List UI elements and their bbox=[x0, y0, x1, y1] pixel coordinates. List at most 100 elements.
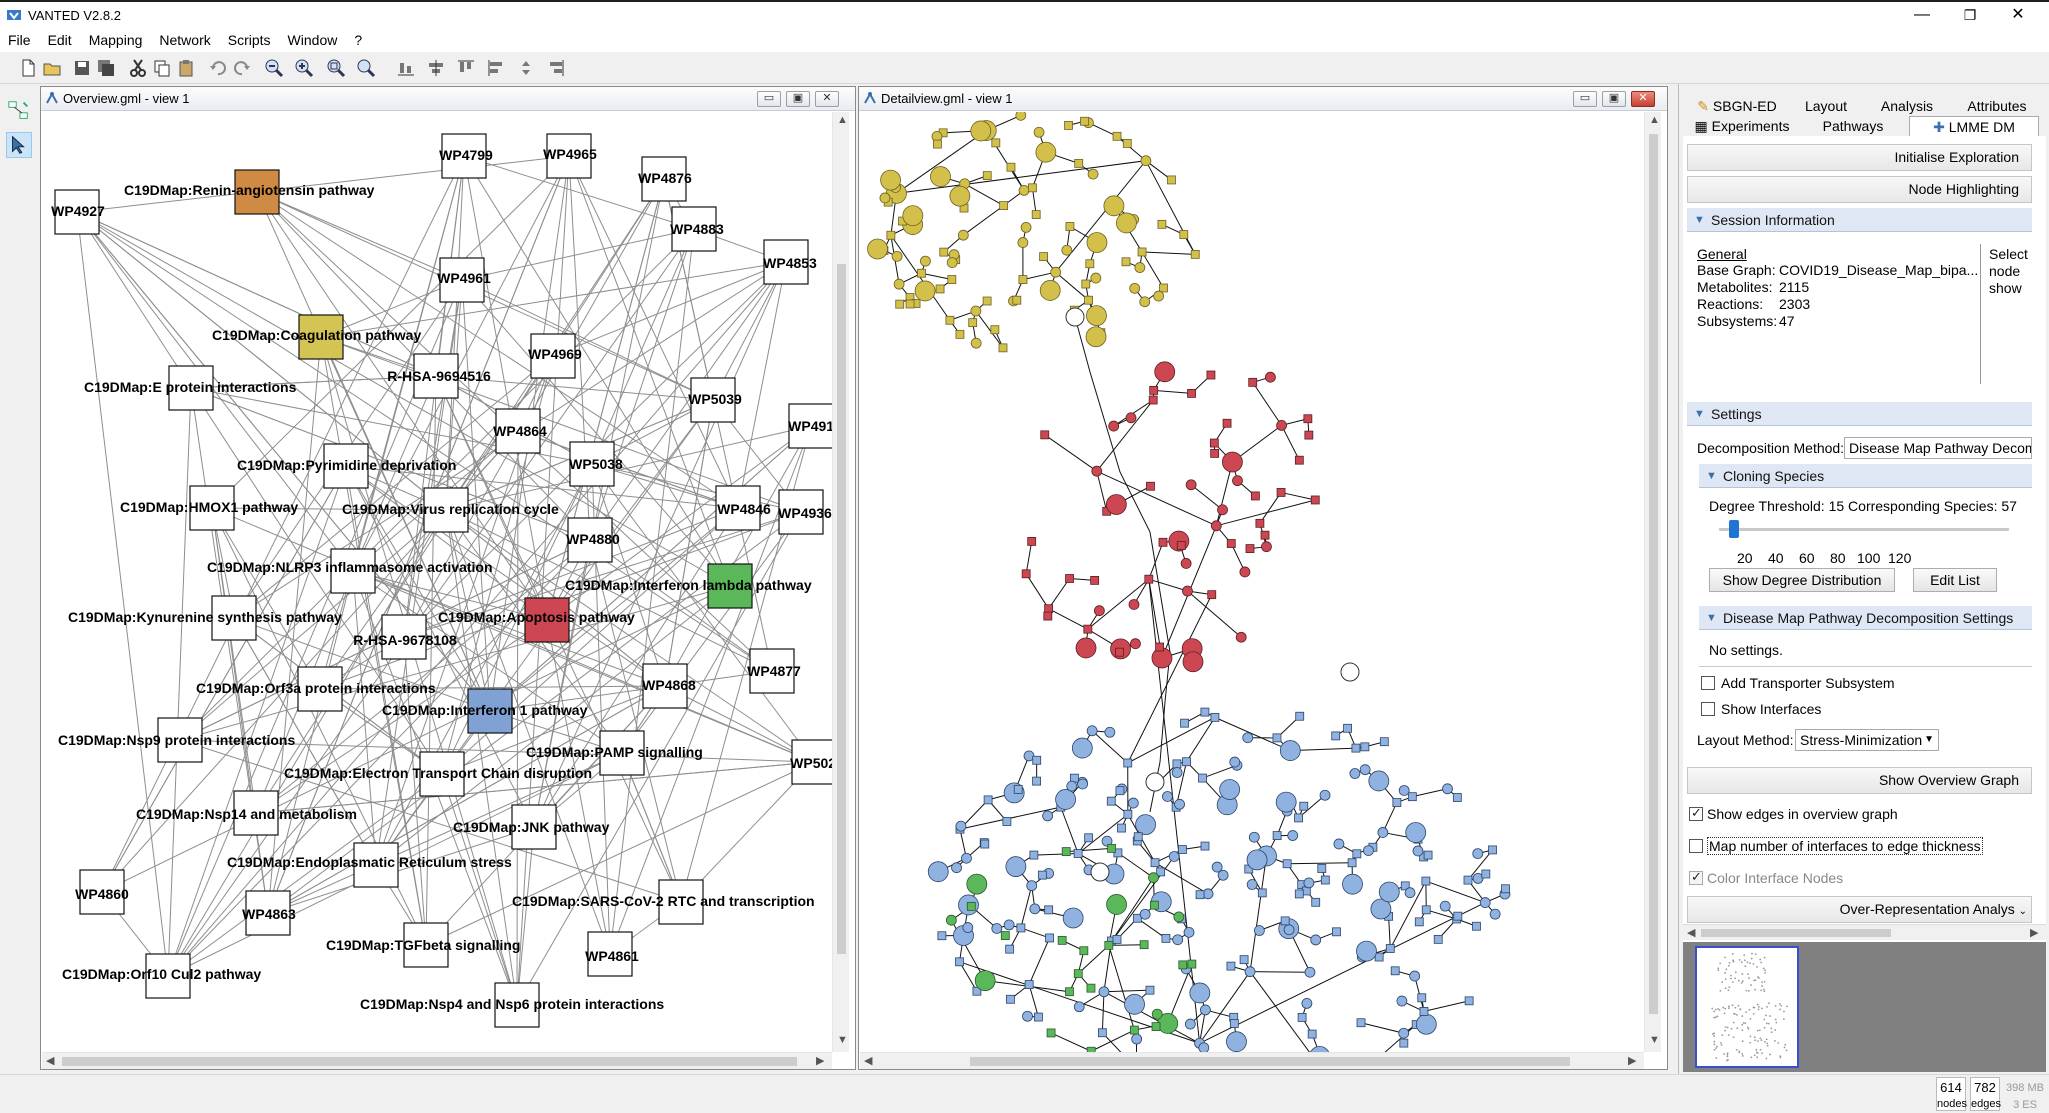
detail-node[interactable] bbox=[1021, 222, 1031, 232]
new-file-icon[interactable] bbox=[18, 58, 38, 78]
detail-node[interactable] bbox=[1227, 962, 1235, 970]
detail-node[interactable] bbox=[1406, 823, 1426, 843]
detail-node[interactable] bbox=[1146, 482, 1154, 490]
detail-node[interactable] bbox=[1378, 827, 1388, 837]
detail-node[interactable] bbox=[1160, 284, 1168, 292]
detail-node[interactable] bbox=[1369, 771, 1389, 791]
save-all-icon[interactable] bbox=[96, 58, 116, 78]
detail-node[interactable] bbox=[992, 139, 1000, 147]
detail-node[interactable] bbox=[1180, 231, 1188, 239]
detail-node[interactable] bbox=[1047, 1029, 1055, 1037]
detail-node[interactable] bbox=[1453, 793, 1461, 801]
detail-node[interactable] bbox=[1348, 859, 1356, 867]
dm-decomposition-settings-header[interactable]: ▼ Disease Map Pathway Decomposition Sett… bbox=[1699, 606, 2032, 630]
detail-node[interactable] bbox=[880, 193, 890, 203]
detail-node[interactable] bbox=[1418, 994, 1426, 1002]
tab-sbgn-ed[interactable]: ✎ SBGN-ED bbox=[1687, 96, 1787, 116]
detail-node[interactable] bbox=[950, 186, 970, 206]
detail-node[interactable] bbox=[1145, 575, 1153, 583]
overview-minimize-button[interactable]: ▭ bbox=[757, 91, 781, 107]
detail-node[interactable] bbox=[1086, 327, 1106, 347]
detail-node[interactable] bbox=[1130, 639, 1140, 649]
detail-node[interactable] bbox=[1332, 928, 1340, 936]
node-highlighting-button[interactable]: Node Highlighting bbox=[1687, 176, 2032, 203]
detail-node[interactable] bbox=[1391, 967, 1399, 975]
detail-node[interactable] bbox=[1113, 132, 1121, 140]
detail-node[interactable] bbox=[1034, 127, 1044, 137]
layout-method-select[interactable]: Stress-Minimization ▼ bbox=[1795, 729, 1939, 751]
detail-node[interactable] bbox=[1063, 908, 1083, 928]
detail-node[interactable] bbox=[1036, 142, 1056, 162]
detail-node[interactable] bbox=[1062, 245, 1072, 255]
detail-node[interactable] bbox=[958, 230, 968, 240]
detail-node[interactable] bbox=[1022, 570, 1030, 578]
open-file-icon[interactable] bbox=[42, 58, 62, 78]
detail-node[interactable] bbox=[1208, 591, 1216, 599]
detail-node[interactable] bbox=[1318, 865, 1326, 873]
detail-interface-node[interactable] bbox=[1341, 663, 1359, 681]
detail-node[interactable] bbox=[1211, 713, 1219, 721]
detail-node[interactable] bbox=[1124, 759, 1132, 767]
detail-node[interactable] bbox=[1442, 784, 1452, 794]
detail-node[interactable] bbox=[903, 206, 923, 226]
edit-mode-icon[interactable] bbox=[6, 98, 32, 124]
detail-node[interactable] bbox=[1490, 909, 1500, 919]
detail-node[interactable] bbox=[1360, 765, 1370, 775]
detail-node[interactable] bbox=[1454, 912, 1462, 920]
menu-help[interactable]: ? bbox=[354, 32, 362, 48]
detail-node[interactable] bbox=[1258, 889, 1266, 897]
align-bottom-icon[interactable] bbox=[396, 58, 416, 78]
detail-node[interactable] bbox=[1280, 741, 1300, 761]
detail-node[interactable] bbox=[1076, 638, 1096, 658]
show-edges-checkbox[interactable] bbox=[1689, 807, 1703, 821]
detail-node[interactable] bbox=[1123, 139, 1131, 147]
detail-node[interactable] bbox=[1030, 851, 1038, 859]
menu-mapping[interactable]: Mapping bbox=[89, 32, 143, 48]
detail-node[interactable] bbox=[1130, 1026, 1138, 1034]
detail-node[interactable] bbox=[1141, 156, 1151, 166]
detail-node[interactable] bbox=[1178, 846, 1186, 854]
detail-node[interactable] bbox=[983, 297, 991, 305]
zoom-reset-icon[interactable] bbox=[356, 58, 376, 78]
detail-node[interactable] bbox=[1183, 758, 1191, 766]
detail-node[interactable] bbox=[1185, 1019, 1195, 1029]
detail-node[interactable] bbox=[1222, 452, 1242, 472]
select-mode-icon[interactable] bbox=[6, 132, 32, 158]
detail-node[interactable] bbox=[1277, 488, 1285, 496]
detail-node[interactable] bbox=[1227, 540, 1235, 548]
detail-node[interactable] bbox=[887, 231, 895, 239]
menu-network[interactable]: Network bbox=[159, 32, 210, 48]
detail-node[interactable] bbox=[1230, 757, 1240, 767]
detail-node[interactable] bbox=[1080, 947, 1088, 955]
detail-node[interactable] bbox=[1075, 159, 1083, 167]
tab-analysis[interactable]: Analysis bbox=[1865, 96, 1949, 116]
detail-node[interactable] bbox=[1032, 211, 1040, 219]
detail-node[interactable] bbox=[1480, 898, 1490, 908]
detail-node[interactable] bbox=[1254, 926, 1264, 936]
detail-node[interactable] bbox=[1472, 922, 1480, 930]
detail-node[interactable] bbox=[933, 140, 941, 148]
show-interfaces-checkbox[interactable] bbox=[1701, 702, 1715, 716]
detail-node[interactable] bbox=[1226, 1032, 1246, 1052]
detail-node[interactable] bbox=[1155, 362, 1175, 382]
detail-node[interactable] bbox=[930, 167, 950, 187]
detail-node[interactable] bbox=[1156, 643, 1164, 651]
detail-node[interactable] bbox=[1086, 306, 1106, 326]
detail-node[interactable] bbox=[1321, 876, 1329, 884]
detail-node[interactable] bbox=[1116, 648, 1124, 656]
detail-node[interactable] bbox=[1207, 371, 1215, 379]
detail-node[interactable] bbox=[1129, 599, 1139, 609]
detail-node[interactable] bbox=[1159, 538, 1167, 546]
detail-node[interactable] bbox=[1062, 848, 1070, 856]
detail-node[interactable] bbox=[1380, 738, 1388, 746]
detail-node[interactable] bbox=[1000, 202, 1008, 210]
detail-node[interactable] bbox=[1277, 420, 1287, 430]
copy-icon[interactable] bbox=[152, 58, 172, 78]
detail-node[interactable] bbox=[1169, 851, 1179, 861]
session-info-header[interactable]: ▼ Session Information bbox=[1687, 208, 2032, 232]
detail-node[interactable] bbox=[1074, 1002, 1084, 1012]
detail-node[interactable] bbox=[1167, 176, 1175, 184]
detail-node[interactable] bbox=[1265, 372, 1275, 382]
detail-node[interactable] bbox=[1006, 995, 1014, 1003]
